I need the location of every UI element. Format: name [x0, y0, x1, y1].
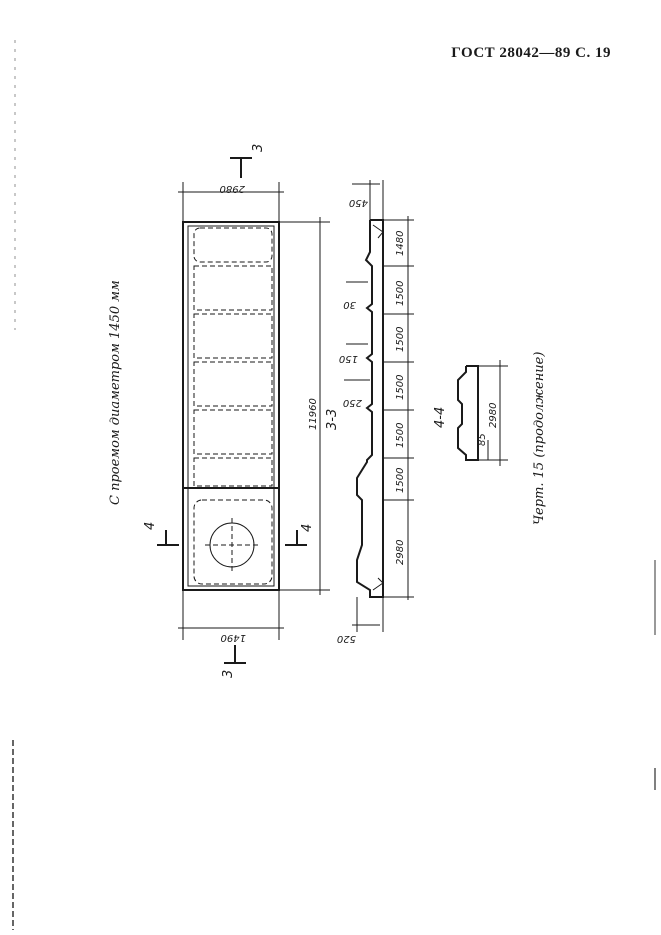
left-dim: 30 — [343, 299, 356, 310]
segment-dim: 1500 — [395, 423, 406, 448]
segment-dim: 1500 — [395, 375, 406, 400]
plan-outline — [182, 221, 280, 591]
left-dim: 450 — [349, 197, 368, 208]
section-4-4-dim: 2980 — [488, 403, 499, 428]
plan-panel — [193, 313, 273, 359]
left-dim: 520 — [337, 633, 356, 644]
drawing-title: С проемом диаметром 1450 мм — [108, 280, 123, 505]
cut-4-label-right: 4 — [300, 524, 315, 532]
section-4-4: 4-4 2980 85 — [433, 360, 508, 466]
dim-width: 2980 — [220, 183, 245, 194]
section-4-4-profile — [457, 365, 479, 461]
segment-dim: 1500 — [395, 468, 406, 493]
dim-end: 1490 — [221, 632, 246, 643]
section-4-4-label: 4-4 — [433, 407, 448, 428]
cut-3-label-bottom: 3 — [221, 670, 236, 678]
left-dim: 150 — [339, 353, 358, 364]
section-profile — [356, 219, 384, 598]
plan-panel — [193, 265, 273, 311]
plan-panel — [193, 457, 273, 487]
left-dim: 250 — [343, 397, 362, 408]
cut-4-label-left: 4 — [143, 522, 158, 530]
segment-dim: 1480 — [395, 231, 406, 256]
segment-dim: 1500 — [395, 281, 406, 306]
dim-length: 11960 — [308, 398, 319, 430]
section-3-3-label: 3-3 — [325, 409, 340, 430]
plan-panel — [193, 361, 273, 407]
segment-dim: 2980 — [395, 540, 406, 565]
plan-panel — [193, 409, 273, 455]
section-3-3: 3-3 1480 1500 1500 1500 1500 1500 2980 — [325, 180, 414, 644]
plan-panel — [193, 227, 273, 263]
plan-view: 2980 1490 11960 3 3 4 4 — [143, 144, 330, 678]
segment-dim: 1500 — [395, 327, 406, 352]
page-header: ГОСТ 28042—89 С. 19 — [451, 45, 611, 61]
section-4-4-dim: 85 — [477, 433, 488, 446]
cut-3-label-top: 3 — [251, 144, 266, 152]
plan-inner-outline — [187, 225, 275, 587]
figure-caption: Черт. 15 (продолжение) — [532, 352, 547, 525]
plan-panel-hole — [193, 499, 273, 585]
